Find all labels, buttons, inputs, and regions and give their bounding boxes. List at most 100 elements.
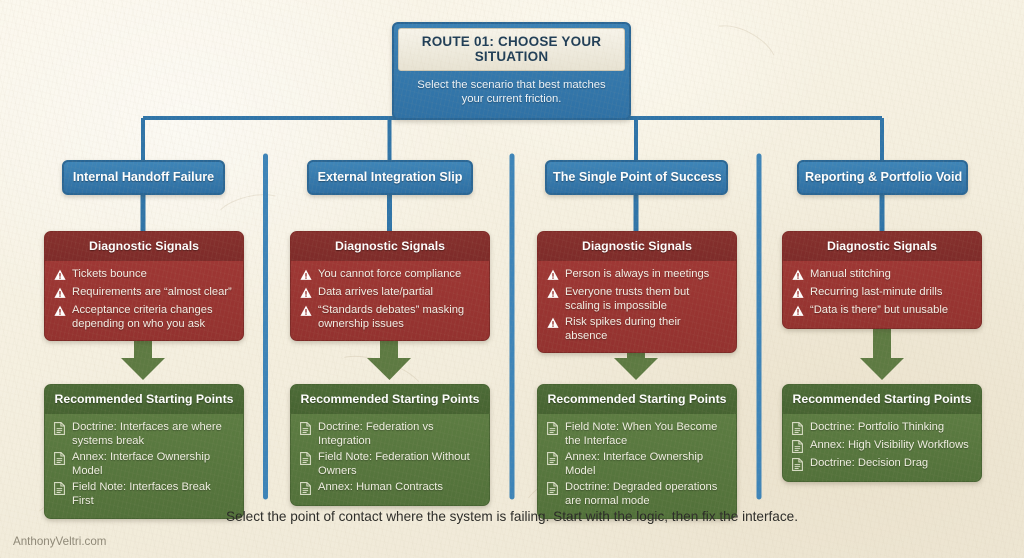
diagnostic-signals-title: Diagnostic Signals: [45, 232, 243, 261]
diagnostic-signal-item: Requirements are “almost clear”: [54, 286, 233, 301]
document-page-icon: [300, 422, 312, 436]
document-page-icon: [792, 422, 804, 436]
scenario-heading-4[interactable]: Reporting & Portfolio Void: [797, 160, 968, 195]
recommendation-text: Field Note: Interfaces Break First: [72, 481, 211, 507]
warning-triangle-icon: [54, 305, 66, 319]
diagnostic-signal-item: Person is always in meetings: [547, 268, 726, 283]
document-page-icon: [792, 458, 804, 472]
scenario-heading-1[interactable]: Internal Handoff Failure: [62, 160, 225, 195]
diagnostic-signal-item: “Data is there” but unusable: [792, 304, 971, 319]
warning-triangle-icon: [54, 269, 66, 283]
recommendation-item: Annex: Interface Ownership Model: [547, 451, 726, 478]
recommended-starting-points-title: Recommended Starting Points: [291, 385, 489, 414]
diagnostic-signal-item: You cannot force compliance: [300, 268, 479, 283]
page-subtitle: Select the scenario that best matches yo…: [417, 79, 606, 105]
recommendation-item: Field Note: Federation Without Owners: [300, 451, 479, 478]
scenario-heading-3[interactable]: The Single Point of Success: [545, 160, 728, 195]
recommendation-item: Doctrine: Federation vs Integration: [300, 421, 479, 448]
recommendation-item: Annex: Human Contracts: [300, 481, 479, 496]
recommended-starting-points-title: Recommended Starting Points: [45, 385, 243, 414]
document-page-icon: [300, 452, 312, 466]
footer-caption: Select the point of contact where the sy…: [226, 509, 798, 524]
paper-fiber: [693, 13, 787, 93]
diagnostic-signal-item: Recurring last-minute drills: [792, 286, 971, 301]
document-page-icon: [547, 452, 559, 466]
signal-text: You cannot force compliance: [318, 268, 462, 280]
document-page-icon: [54, 452, 66, 466]
diagnostic-signals-title: Diagnostic Signals: [538, 232, 736, 261]
flow-arrow-4: [860, 326, 904, 380]
signal-text: Person is always in meetings: [565, 268, 710, 280]
diagnostic-signals-title: Diagnostic Signals: [783, 232, 981, 261]
recommended-starting-points-list: Doctrine: Interfaces are where systems b…: [45, 414, 243, 518]
signal-text: Tickets bounce: [72, 268, 147, 280]
signal-text: “Standards debates” masking ownership is…: [318, 304, 465, 330]
document-page-icon: [54, 422, 66, 436]
route-header-box: ROUTE 01: CHOOSE YOUR SITUATION Select t…: [392, 22, 631, 120]
warning-triangle-icon: [792, 287, 804, 301]
recommended-starting-points-list: Field Note: When You Become the Interfac…: [538, 414, 736, 518]
warning-triangle-icon: [792, 269, 804, 283]
recommendation-text: Annex: Human Contracts: [318, 481, 443, 494]
diagnostic-signal-item: Acceptance criteria changes depending on…: [54, 304, 233, 331]
recommendation-text: Doctrine: Interfaces are where systems b…: [72, 421, 222, 447]
warning-triangle-icon: [54, 287, 66, 301]
signal-text: Everyone trusts them but scaling is impo…: [565, 286, 690, 312]
document-page-icon: [54, 482, 66, 496]
recommendation-text: Field Note: When You Become the Interfac…: [565, 421, 718, 447]
recommendation-item: Doctrine: Degraded operations are normal…: [547, 481, 726, 508]
warning-triangle-icon: [792, 305, 804, 319]
recommendation-text: Doctrine: Federation vs Integration: [318, 421, 434, 447]
warning-triangle-icon: [300, 305, 312, 319]
signal-text: Recurring last-minute drills: [810, 286, 943, 298]
signal-text: Risk spikes during their absence: [565, 316, 681, 342]
recommendation-text: Doctrine: Degraded operations are normal…: [565, 481, 718, 507]
recommendation-item: Field Note: Interfaces Break First: [54, 481, 233, 508]
warning-triangle-icon: [547, 287, 559, 301]
recommendation-text: Annex: Interface Ownership Model: [565, 451, 704, 477]
recommended-starting-points-title: Recommended Starting Points: [538, 385, 736, 414]
paper-fiber: [212, 187, 288, 235]
document-page-icon: [547, 422, 559, 436]
diagnostic-signal-item: Risk spikes during their absence: [547, 316, 726, 343]
signal-text: Requirements are “almost clear”: [72, 286, 232, 298]
recommendation-text: Doctrine: Decision Drag: [810, 457, 929, 469]
recommended-starting-points-title: Recommended Starting Points: [783, 385, 981, 414]
diagnostic-signal-item: Everyone trusts them but scaling is impo…: [547, 286, 726, 313]
watermark: AnthonyVeltri.com: [13, 535, 107, 548]
diagnostic-signals-title: Diagnostic Signals: [291, 232, 489, 261]
document-page-icon: [547, 482, 559, 496]
warning-triangle-icon: [300, 269, 312, 283]
warning-triangle-icon: [547, 269, 559, 283]
recommendation-item: Annex: High Visibility Workflows: [792, 439, 971, 454]
scenario-heading-2[interactable]: External Integration Slip: [307, 160, 473, 195]
recommendation-item: Annex: Interface Ownership Model: [54, 451, 233, 478]
recommendation-text: Doctrine: Portfolio Thinking: [810, 421, 945, 433]
warning-triangle-icon: [547, 317, 559, 331]
diagnostic-signal-item: Manual stitching: [792, 268, 971, 283]
signal-text: “Data is there” but unusable: [810, 304, 949, 316]
signal-text: Data arrives late/partial: [318, 286, 434, 298]
recommendation-item: Field Note: When You Become the Interfac…: [547, 421, 726, 448]
diagnostic-signal-item: Data arrives late/partial: [300, 286, 479, 301]
signal-text: Acceptance criteria changes depending on…: [72, 304, 213, 330]
warning-triangle-icon: [300, 287, 312, 301]
recommendation-item: Doctrine: Portfolio Thinking: [792, 421, 971, 436]
page-title: ROUTE 01: CHOOSE YOUR SITUATION: [398, 28, 625, 71]
signal-text: Manual stitching: [810, 268, 891, 280]
diagnostic-signal-item: “Standards debates” masking ownership is…: [300, 304, 479, 331]
recommendation-text: Field Note: Federation Without Owners: [318, 451, 470, 477]
document-page-icon: [300, 482, 312, 496]
